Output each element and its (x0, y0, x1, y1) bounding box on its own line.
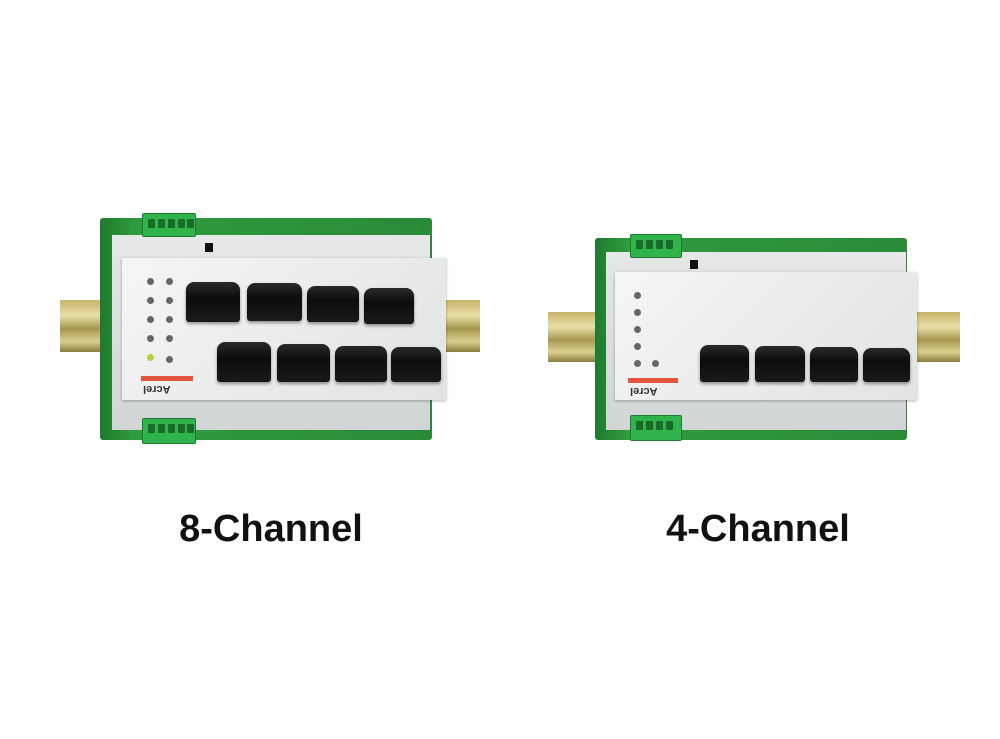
led-indicator (652, 360, 659, 367)
led-indicator (634, 326, 641, 333)
led-indicator (147, 335, 154, 342)
led-indicator (634, 309, 641, 316)
current-transformer-coil (277, 344, 330, 382)
led-indicator (166, 278, 173, 285)
current-transformer-coil (364, 288, 414, 324)
terminal-block-top (142, 213, 196, 237)
led-indicator (166, 297, 173, 304)
dip-switch (690, 260, 698, 269)
product-caption: 8-Channel (179, 508, 363, 550)
current-transformer-coil (863, 348, 910, 382)
current-transformer-coil (247, 283, 302, 321)
logo-bar (628, 378, 678, 383)
led-indicator (166, 316, 173, 323)
current-transformer-coil (810, 347, 858, 382)
terminal-block-bottom (142, 418, 196, 444)
led-indicator (147, 278, 154, 285)
product-caption: 4-Channel (666, 508, 850, 550)
logo-bar (141, 376, 193, 381)
brand-logo: Acrel (630, 385, 658, 397)
terminal-block-bottom (630, 415, 682, 441)
led-indicator (634, 292, 641, 299)
terminal-block-top (630, 234, 682, 258)
current-transformer-coil (700, 345, 749, 382)
current-transformer-coil (186, 282, 240, 322)
current-transformer-coil (391, 347, 441, 382)
current-transformer-coil (307, 286, 359, 322)
brand-logo: Acrel (143, 383, 171, 395)
led-indicator (166, 356, 173, 363)
dip-switch (205, 243, 213, 252)
led-indicator (634, 343, 641, 350)
led-indicator (147, 297, 154, 304)
current-transformer-coil (335, 346, 387, 382)
led-indicator (166, 335, 173, 342)
led-indicator (147, 316, 154, 323)
led-indicator (634, 360, 641, 367)
led-indicator (147, 354, 154, 361)
current-transformer-coil (755, 346, 805, 382)
current-transformer-coil (217, 342, 271, 382)
